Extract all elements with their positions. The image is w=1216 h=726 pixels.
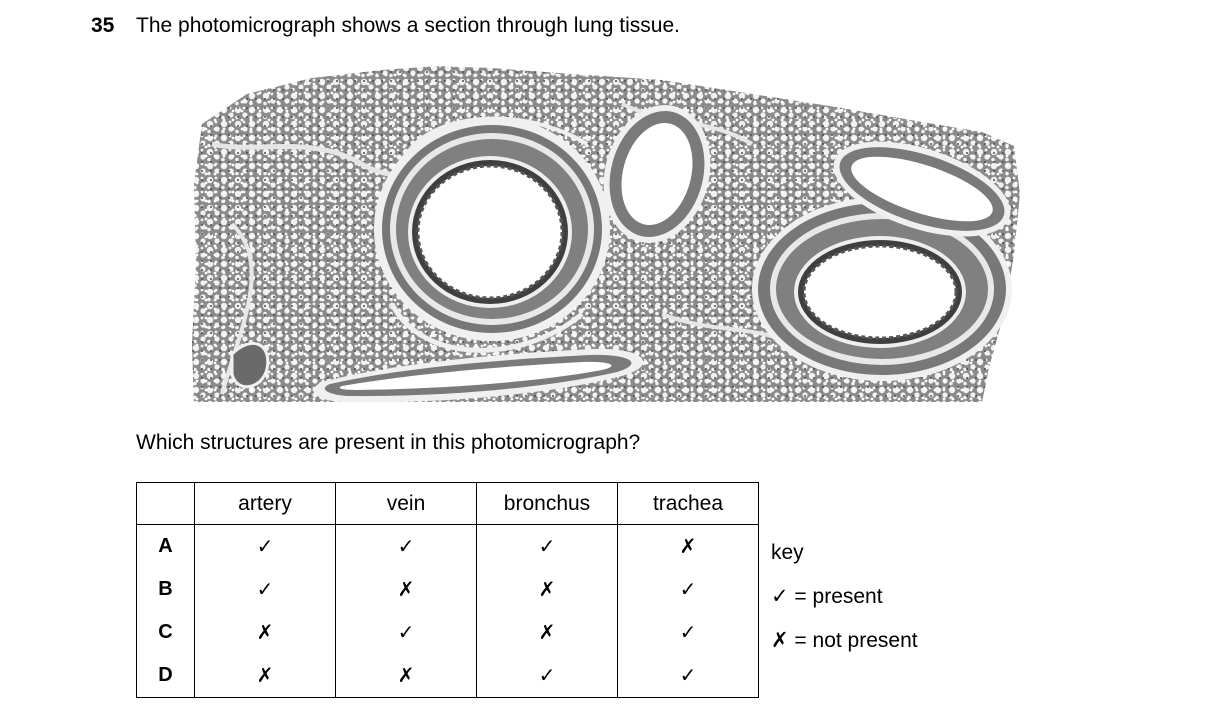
mark-cell: ✗ (476, 568, 618, 611)
mark-cell: ✓ (194, 568, 336, 611)
header-cell-blank (136, 482, 195, 525)
key-title: key (771, 541, 804, 564)
answer-table: artery vein bronchus trachea A ✓ ✓ ✓ ✗ B… (136, 482, 759, 698)
option-letter: A (136, 524, 195, 568)
mark-cell: ✓ (617, 611, 759, 654)
header-artery: artery (194, 482, 336, 525)
option-letter: B (136, 568, 195, 611)
vessel-right (833, 141, 1011, 237)
table-row: D ✗ ✗ ✓ ✓ (136, 654, 759, 698)
mark-cell: ✓ (335, 611, 477, 654)
option-letter: C (136, 611, 195, 654)
header-bronchus: bronchus (476, 482, 618, 525)
table-row: B ✓ ✗ ✗ ✓ (136, 568, 759, 611)
table-header-row: artery vein bronchus trachea (136, 482, 759, 525)
vessel-middle (603, 105, 711, 243)
mark-cell: ✗ (194, 654, 336, 698)
question-text: The photomicrograph shows a section thro… (136, 14, 680, 37)
mark-cell: ✗ (335, 654, 477, 698)
mark-cell: ✗ (476, 611, 618, 654)
key-not-present: ✗ = not present (771, 629, 918, 652)
mark-cell: ✗ (617, 524, 759, 568)
mark-cell: ✓ (617, 568, 759, 611)
header-trachea: trachea (617, 482, 759, 525)
question-prompt: Which structures are present in this pho… (136, 431, 641, 454)
mark-cell: ✓ (194, 524, 336, 568)
table-row: A ✓ ✓ ✓ ✗ (136, 524, 759, 568)
mark-cell: ✓ (335, 524, 477, 568)
lung-photomicrograph (192, 64, 1022, 404)
vessel-bottom (313, 348, 644, 403)
mark-cell: ✗ (335, 568, 477, 611)
question-number: 35 (91, 14, 115, 37)
bronchus-right (752, 197, 1012, 381)
mark-cell: ✓ (617, 654, 759, 698)
mark-cell: ✓ (476, 524, 618, 568)
option-letter: D (136, 654, 195, 698)
mark-cell: ✗ (194, 611, 336, 654)
bronchus-left (374, 117, 610, 341)
key-present: ✓ = present (771, 585, 883, 608)
mark-cell: ✓ (476, 654, 618, 698)
header-vein: vein (335, 482, 477, 525)
table-row: C ✗ ✓ ✗ ✓ (136, 611, 759, 654)
